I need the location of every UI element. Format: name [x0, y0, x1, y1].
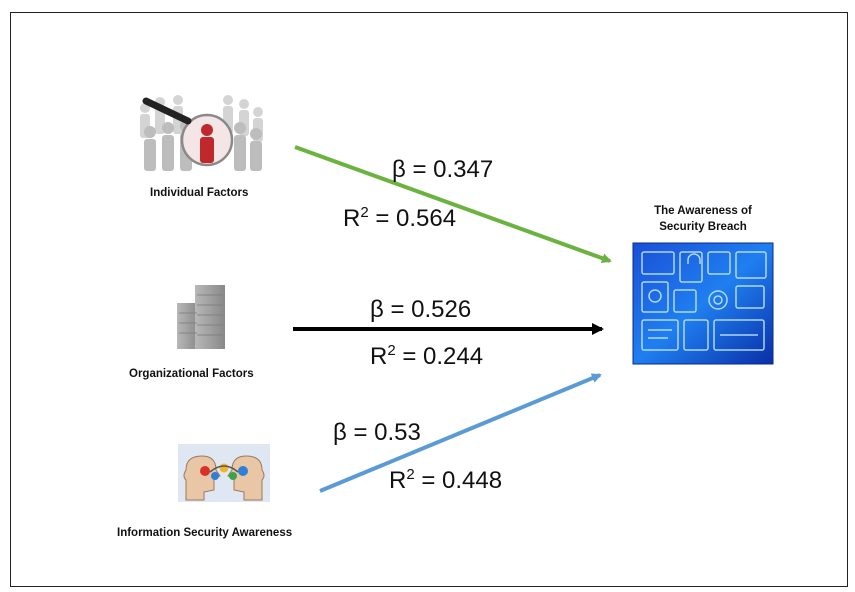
r2-information-security-awareness: R2 = 0.448	[389, 466, 502, 495]
beta-organizational: β = 0.526	[370, 296, 472, 323]
organizational-factors-label: Organizational Factors	[129, 368, 254, 380]
arrow-information-security-awareness	[319, 373, 602, 493]
target-title-line2: Security Breach	[659, 221, 747, 233]
r2-value: = 0.244	[402, 343, 484, 370]
r2-exponent: 2	[387, 342, 396, 359]
information-security-awareness-label: Information Security Awareness	[117, 527, 293, 539]
r2-value: = 0.448	[421, 467, 503, 494]
r2-exponent: 2	[406, 466, 415, 483]
r2-organizational: R2 = 0.244	[370, 342, 483, 371]
r2-symbol: R	[389, 467, 407, 494]
individual-factors-label: Individual Factors	[150, 187, 249, 199]
building-icon	[177, 285, 225, 349]
beta-individual: β = 0.347	[392, 156, 494, 183]
beta-information-security-awareness: β = 0.53	[333, 419, 421, 446]
r2-symbol: R	[343, 205, 361, 232]
people-magnifier-icon	[140, 95, 263, 171]
security-tech-panel-icon	[632, 242, 774, 365]
heads-gears-icon	[178, 444, 270, 502]
r2-exponent: 2	[360, 204, 369, 221]
r2-individual: R2 = 0.564	[343, 204, 456, 233]
target-title-line1: The Awareness of	[654, 205, 752, 217]
target-title: The Awareness of Security Breach	[628, 203, 778, 235]
arrow-individual-factors	[294, 145, 612, 263]
r2-symbol: R	[370, 343, 388, 370]
r2-value: = 0.564	[375, 205, 457, 232]
